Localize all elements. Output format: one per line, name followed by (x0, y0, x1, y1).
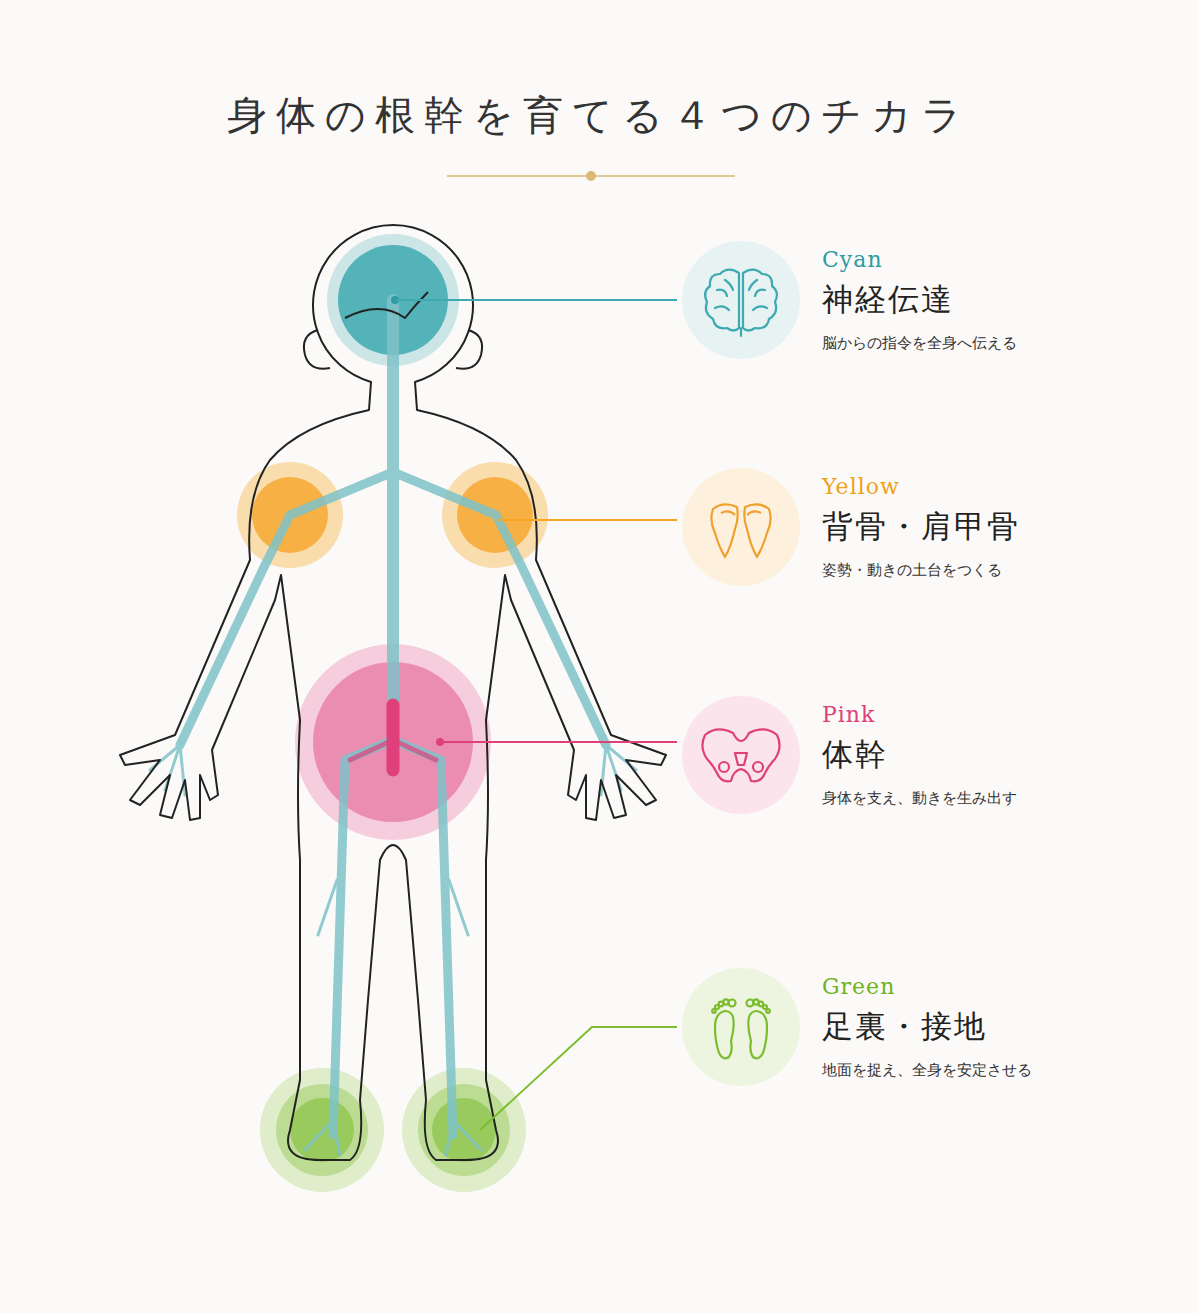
color-label: Cyan (822, 246, 1198, 274)
node-heading: 神経伝達 (822, 278, 1198, 320)
scapula-node: Yellow背骨・肩甲骨姿勢・動きの土台をつくる (681, 467, 801, 587)
color-label: Green (822, 973, 1198, 1001)
icon-circle (681, 695, 801, 815)
icon-circle (681, 967, 801, 1087)
color-label: Yellow (822, 473, 1198, 501)
node-description: 脳からの指令を全身へ伝える (822, 332, 1198, 354)
color-label: Pink (822, 701, 1198, 729)
core-node: Pink体幹身体を支え、動きを生み出す (681, 695, 801, 815)
page-title: 身体の根幹を育てる４つのチカラ (0, 88, 1198, 143)
text-column: Yellow 背骨・肩甲骨姿勢・動きの土台をつくる (822, 473, 1198, 581)
text-column: Pink 体幹身体を支え、動きを生み出す (822, 701, 1198, 809)
text-column: Green 足裏・接地地面を捉え、全身を安定させる (822, 973, 1198, 1081)
leader-lines (391, 296, 677, 1130)
node-description: 身体を支え、動きを生み出す (822, 787, 1198, 809)
nerve-node: Cyan神経伝達脳からの指令を全身へ伝える (681, 240, 801, 360)
node-heading: 体幹 (822, 733, 1198, 775)
text-column: Cyan 神経伝達脳からの指令を全身へ伝える (822, 246, 1198, 354)
node-heading: 足裏・接地 (822, 1005, 1198, 1047)
icon-circle (681, 240, 801, 360)
glow-regions (237, 234, 548, 1192)
node-description: 姿勢・動きの土台をつくる (822, 559, 1198, 581)
node-heading: 背骨・肩甲骨 (822, 505, 1198, 547)
pelvis-lines (350, 705, 436, 770)
sole-node: Green足裏・接地地面を捉え、全身を安定させる (681, 967, 801, 1087)
icon-circle (681, 467, 801, 587)
node-description: 地面を捉え、全身を安定させる (822, 1059, 1198, 1081)
body-outline (120, 225, 666, 1160)
title-rule (447, 171, 735, 181)
nerve-lines (150, 300, 636, 1155)
